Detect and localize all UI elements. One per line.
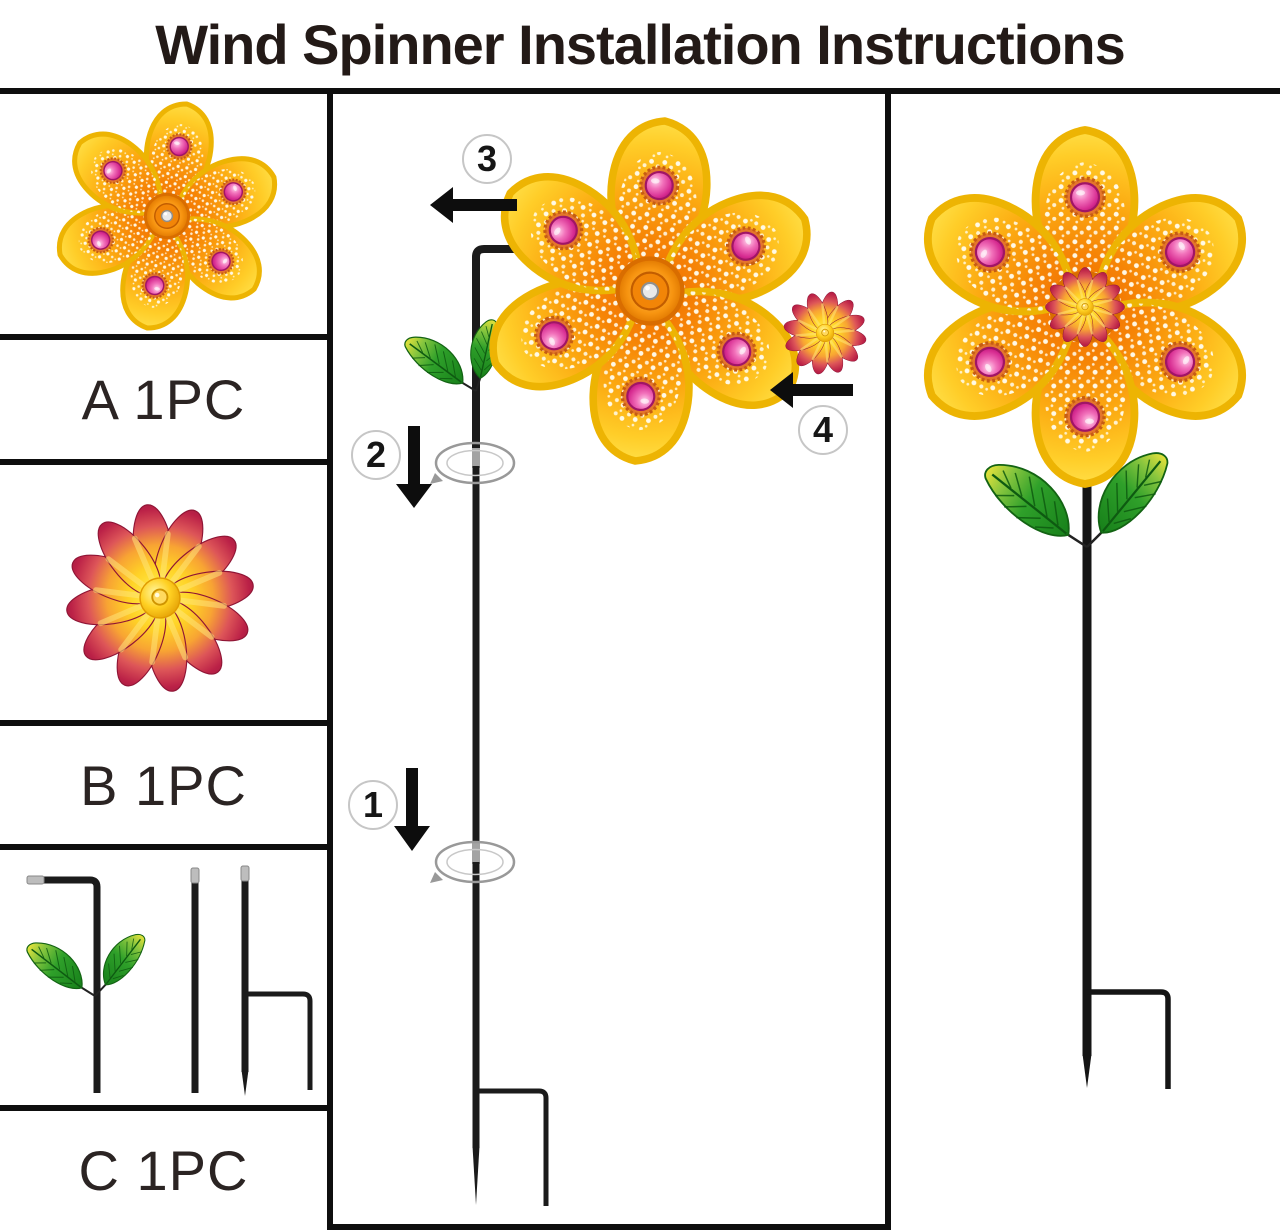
step-3-number: 3	[476, 138, 498, 179]
step-1-badge: 1	[348, 780, 398, 830]
assembly-steps-panel	[333, 94, 891, 1230]
title-bar: Wind Spinner Installation Instructions	[0, 0, 1280, 88]
part-a-label-cell: A 1PC	[0, 340, 327, 465]
part-a-label: A 1PC	[81, 368, 246, 431]
part-a-image-cell	[0, 94, 327, 340]
part-c-label: C 1PC	[78, 1139, 249, 1202]
part-c-label-cell: C 1PC	[0, 1111, 327, 1230]
part-b-label: B 1PC	[80, 753, 247, 817]
step-4-number: 4	[812, 409, 834, 450]
step-3-badge: 3	[462, 134, 512, 184]
content-area: A 1PC B 1PC C 1PC	[0, 88, 1280, 1230]
step-2-badge: 2	[351, 430, 401, 480]
page-title: Wind Spinner Installation Instructions	[155, 12, 1126, 76]
part-b-label-cell: B 1PC	[0, 726, 327, 850]
assembled-product-panel	[891, 94, 1280, 1230]
parts-list-column: A 1PC B 1PC C 1PC	[0, 94, 333, 1230]
part-c-image-cell	[0, 850, 327, 1111]
step-1-number: 1	[362, 784, 384, 825]
step-4-badge: 4	[798, 405, 848, 455]
step-2-number: 2	[365, 434, 387, 475]
part-b-image-cell	[0, 465, 327, 726]
